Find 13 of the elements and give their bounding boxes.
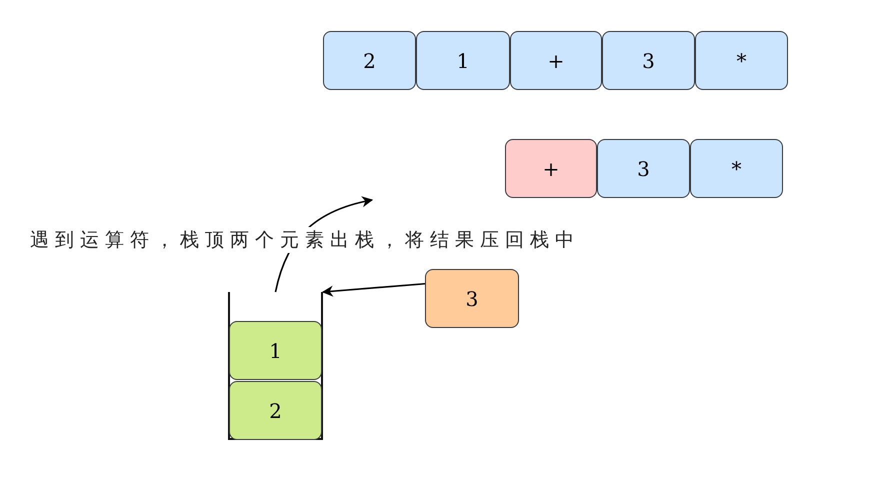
stack-item-box: 2 [229, 381, 322, 440]
result-box: 3 [425, 269, 519, 328]
token-box: * [695, 31, 788, 90]
arrow [322, 282, 426, 297]
stack-item-box: 1 [229, 321, 322, 380]
token-box: 3 [602, 31, 695, 90]
highlighted-token-box: + [505, 139, 597, 198]
token-box: 2 [323, 31, 416, 90]
token-box: + [510, 31, 602, 90]
token-box: * [690, 139, 783, 198]
token-box: 1 [416, 31, 510, 90]
stack-container [228, 292, 323, 440]
token-box: 3 [597, 139, 690, 198]
